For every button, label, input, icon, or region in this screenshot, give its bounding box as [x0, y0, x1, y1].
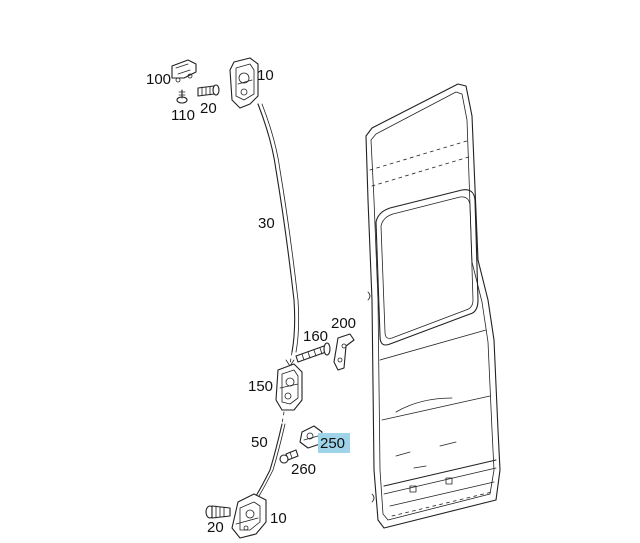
upper-lock-part-10	[229, 57, 259, 109]
label-20-top: 20	[200, 100, 217, 117]
bracket-part-100	[171, 59, 197, 83]
label-110: 110	[171, 107, 195, 124]
rear-door-panel	[365, 83, 501, 529]
label-10-top: 10	[257, 67, 274, 84]
screw-part-20-top	[197, 84, 220, 97]
label-200: 200	[331, 315, 356, 332]
label-50: 50	[251, 434, 268, 451]
striker-part-200	[333, 333, 355, 371]
screw-part-160	[295, 342, 331, 363]
label-160: 160	[303, 328, 328, 345]
screw-part-260	[279, 449, 299, 464]
screw-part-110	[176, 89, 188, 104]
label-150: 150	[248, 378, 273, 395]
label-30: 30	[258, 215, 275, 232]
label-250: 250	[320, 435, 345, 452]
rod-part-50	[255, 411, 286, 497]
label-260: 260	[291, 461, 316, 478]
label-20-bottom: 20	[207, 519, 224, 536]
screw-part-20-bottom	[205, 505, 231, 519]
rod-part-30	[257, 103, 300, 367]
highlight-250	[318, 433, 350, 453]
lower-lock-part-10	[231, 493, 267, 539]
central-lock-part-150	[275, 363, 303, 411]
label-10-bottom: 10	[270, 510, 287, 527]
label-100: 100	[146, 71, 171, 88]
